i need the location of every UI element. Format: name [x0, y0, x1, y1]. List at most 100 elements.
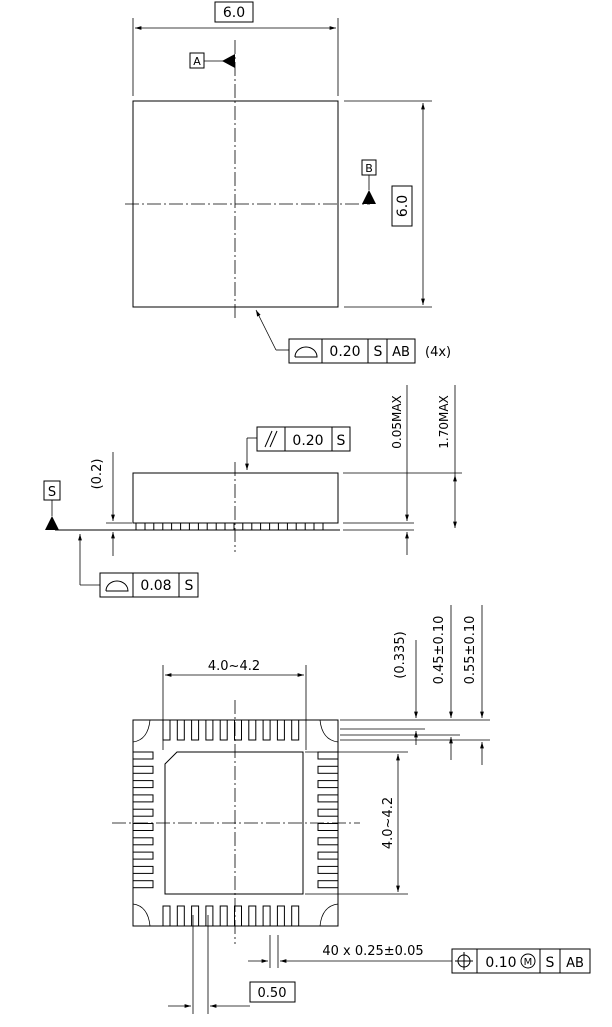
flatness-fcf: 0.08 S: [99, 572, 199, 598]
datum-s-label: S: [48, 485, 56, 500]
profile-leader: [255, 309, 277, 351]
lead-right: [317, 851, 339, 860]
lead-left: [132, 794, 154, 803]
datum-a-box: [189, 52, 205, 69]
top-view: 6.0 A B 6.0 0.20 S AB (4x): [125, 1, 451, 364]
bottom-view: 4.0~4.2 4.0~4.2 (0.335) 0.45±0.10 0.55±0…: [112, 605, 591, 1014]
lead-left: [132, 880, 154, 889]
side-view: S (0.2) 0.20 S 0.05MAX 1.70MAX: [43, 385, 462, 598]
profile-modifier: S: [374, 344, 383, 360]
lead-right: [317, 823, 339, 831]
side-lead: [188, 522, 199, 531]
side-lead: [295, 522, 306, 531]
lead-right: [317, 794, 339, 803]
lead-left: [132, 837, 154, 846]
parallelism-tolerance: 0.20: [292, 433, 323, 449]
lead-right: [317, 780, 339, 789]
lead-bottom: [176, 905, 185, 927]
ref-0335-dimension: (0.335): [393, 631, 408, 678]
lead-top: [248, 719, 257, 741]
package-side-outline: [132, 472, 339, 524]
pitch-box: [249, 981, 296, 1003]
position-modifier: M: [524, 957, 533, 968]
profile-datums: AB: [392, 345, 410, 360]
standoff-ref: (0.2): [90, 459, 105, 490]
corner-tab: [132, 719, 151, 743]
profile-count-note: (4x): [425, 345, 451, 360]
pitch-dimension: 0.50: [258, 986, 287, 1001]
lead-left: [132, 851, 154, 860]
profile-tolerance: 0.20: [329, 344, 360, 360]
pad-height-dimension: 4.0~4.2: [381, 797, 396, 849]
lead-right: [317, 765, 339, 774]
lead-left: [132, 808, 154, 817]
lead-bottom: [191, 905, 200, 927]
lead-bottom: [234, 905, 242, 927]
position-tolerance: 0.10: [485, 955, 516, 971]
flatness-datum: S: [185, 578, 194, 594]
position-icon: [455, 952, 473, 970]
lead-top: [234, 719, 242, 741]
lead-bottom: [276, 905, 285, 927]
lead-top: [291, 719, 300, 741]
lead-top: [262, 719, 271, 741]
lead-bottom: [205, 905, 214, 927]
side-lead: [224, 522, 235, 531]
exposed-pad: [164, 751, 304, 895]
lead-bottom: [219, 905, 228, 927]
lead-right: [317, 751, 339, 760]
profile-of-surface-icon: [294, 346, 318, 358]
height-dimension: 6.0: [395, 195, 411, 217]
lead-bottom: [248, 905, 257, 927]
side-lead: [171, 522, 182, 531]
profile-fcf: 0.20 S AB: [288, 338, 416, 364]
pad-width-dimension: 4.0~4.2: [208, 659, 260, 674]
lead-left: [132, 765, 154, 774]
side-lead: [135, 522, 146, 531]
side-lead: [242, 522, 253, 531]
position-datums: AB: [566, 956, 584, 971]
lead-top: [176, 719, 185, 741]
width-dimension: 6.0: [223, 5, 245, 21]
lead-right: [317, 837, 339, 846]
lead-count-note: 40 x 0.25±0.05: [322, 944, 423, 959]
dim-055: 0.55±0.10: [463, 616, 478, 685]
lead-bottom: [291, 905, 300, 927]
dim-045: 0.45±0.10: [432, 616, 447, 685]
side-lead: [277, 522, 288, 531]
datum-a-label: A: [193, 55, 201, 68]
position-datum-primary: S: [546, 955, 555, 971]
max-height: 1.70MAX: [437, 395, 451, 449]
mmc-circle-icon: [520, 953, 536, 969]
lead-bottom: [262, 905, 271, 927]
width-dimension-box: [214, 1, 254, 23]
parallelism-icon: [264, 430, 273, 448]
lead-left: [132, 823, 154, 831]
lead-right: [317, 880, 339, 889]
lead-top: [205, 719, 214, 741]
parallelism-datum: S: [337, 433, 346, 449]
side-lead: [206, 522, 217, 531]
height-dimension-box: [391, 185, 413, 227]
side-lead: [260, 522, 271, 531]
datum-a-triangle: [222, 54, 235, 68]
flatness-tolerance: 0.08: [140, 578, 171, 594]
lead-left: [132, 780, 154, 789]
lead-left: [132, 751, 154, 760]
parallelism-fcf: 0.20 S: [256, 426, 351, 452]
datum-s-triangle: [45, 516, 59, 530]
datum-b-label: B: [365, 162, 373, 175]
lead-right: [317, 865, 339, 874]
datum-b-triangle: [362, 190, 376, 204]
lead-top: [162, 719, 171, 741]
lead-top: [276, 719, 285, 741]
lead-top: [191, 719, 200, 741]
lead-bottom: [162, 905, 171, 927]
side-lead: [313, 522, 324, 531]
lead-left: [132, 865, 154, 874]
max-standoff: 0.05MAX: [390, 395, 404, 449]
bottom-leads: [132, 719, 339, 927]
surface-profile-icon: [105, 580, 129, 592]
position-fcf: 0.10 M S AB: [451, 948, 591, 974]
